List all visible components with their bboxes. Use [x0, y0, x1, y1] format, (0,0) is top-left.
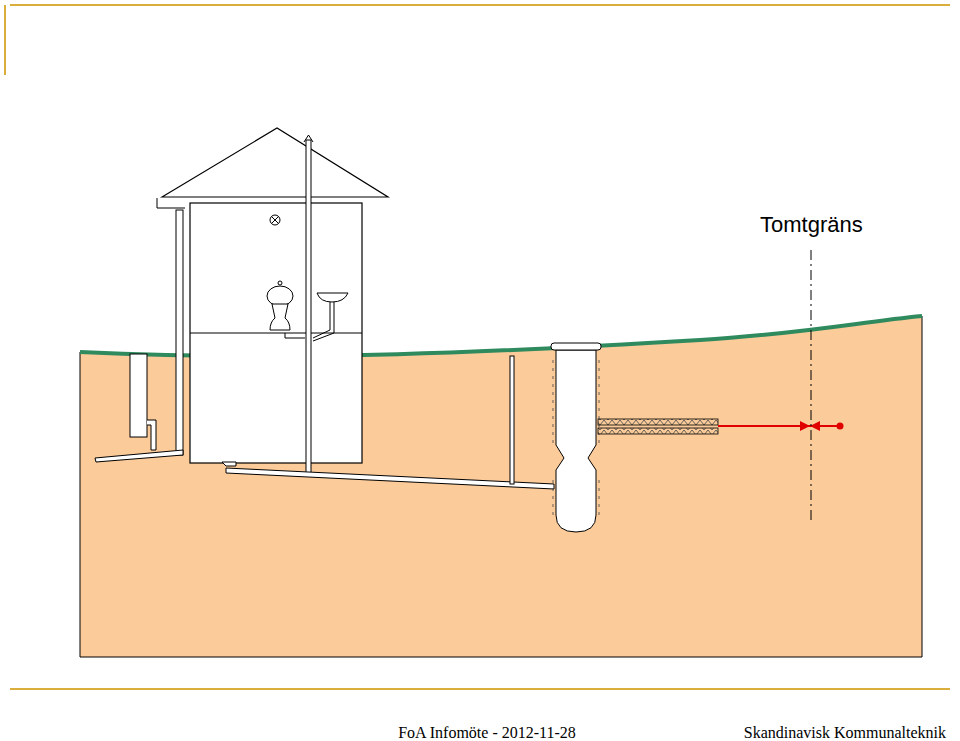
well-wall-marks: [553, 360, 599, 515]
sink: [313, 293, 348, 341]
vent-pipe: [304, 135, 313, 475]
frame-bar: [4, 5, 6, 75]
pressure-pipe: [598, 419, 840, 434]
rainwater-well: [130, 354, 156, 450]
frame-bar: [10, 688, 950, 690]
valve-symbol: [800, 421, 844, 431]
toilet: [267, 281, 305, 338]
property-boundary: [811, 250, 812, 520]
lamp-symbol: [270, 215, 280, 225]
floor: [190, 333, 362, 334]
sewer-pipe: [222, 462, 554, 489]
roof: [162, 128, 388, 197]
frame-bar: [10, 4, 950, 6]
pump-well: [551, 343, 601, 532]
boundary-label: Tomtgräns: [760, 212, 863, 238]
footer-text: FoA Infomöte - 2012-11-28: [398, 724, 576, 741]
house: [190, 203, 362, 463]
footer-text: Skandinavisk Kommunalteknik: [744, 724, 946, 741]
downspout: [95, 198, 185, 462]
cleanout-pipe: [510, 356, 514, 484]
